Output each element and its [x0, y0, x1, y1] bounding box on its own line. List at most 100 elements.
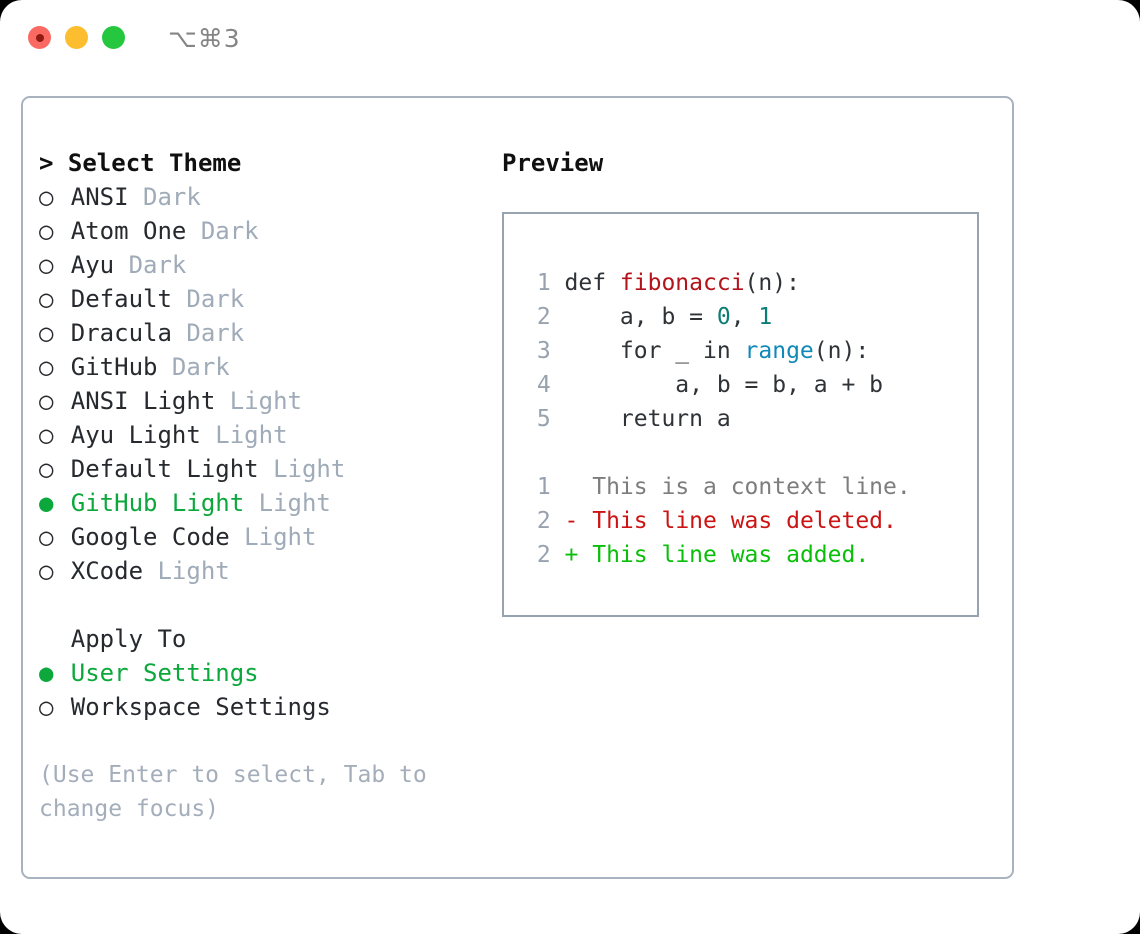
- theme-list-item[interactable]: ○ Default Dark: [39, 282, 509, 316]
- code-token: 0: [716, 304, 731, 330]
- theme-list[interactable]: ○ ANSI Dark○ Atom One Dark○ Ayu Dark○ De…: [39, 180, 509, 588]
- theme-name: ANSI: [56, 183, 129, 211]
- radio-selected-icon: ●: [39, 659, 54, 687]
- theme-list-item[interactable]: ○ Google Code Light: [39, 520, 509, 554]
- theme-list-item[interactable]: ○ Ayu Light Light: [39, 418, 509, 452]
- diff-sign: +: [564, 542, 593, 568]
- title-bar: ⌥⌘3: [0, 0, 1140, 78]
- preview-header: Preview: [502, 149, 604, 177]
- line-number: 2: [536, 508, 551, 534]
- radio-unselected-icon: ○: [39, 285, 54, 313]
- code-token: a, b = b, a + b: [564, 372, 884, 398]
- theme-name: ANSI Light: [56, 387, 216, 415]
- line-number: 5: [536, 406, 551, 432]
- theme-list-item[interactable]: ○ XCode Light: [39, 554, 509, 588]
- theme-category-tag: Light: [258, 455, 346, 483]
- select-theme-header: > Select Theme: [39, 149, 242, 177]
- theme-name: Ayu Light: [56, 421, 201, 449]
- apply-to-options[interactable]: ● User Settings○ Workspace Settings: [39, 656, 509, 724]
- code-diff-separator: [523, 436, 969, 470]
- radio-unselected-icon: ○: [39, 693, 54, 721]
- radio-unselected-icon: ○: [39, 421, 54, 449]
- minimize-button[interactable]: [65, 26, 88, 49]
- code-line: 3 for _ in range(n):: [523, 334, 969, 368]
- theme-list-item[interactable]: ○ ANSI Dark: [39, 180, 509, 214]
- code-token: ,: [730, 304, 759, 330]
- window-controls: [28, 26, 125, 49]
- theme-category-tag: Dark: [171, 285, 245, 313]
- code-line: 2 a, b = 0, 1: [523, 300, 969, 334]
- theme-name: Atom One: [56, 217, 187, 245]
- diff-line: 2- This line was deleted.: [523, 504, 969, 538]
- code-token: 1: [758, 304, 773, 330]
- code-token: (n):: [744, 270, 800, 296]
- theme-category-tag: Light: [229, 523, 317, 551]
- apply-to-label: Workspace Settings: [56, 693, 331, 721]
- radio-unselected-icon: ○: [39, 523, 54, 551]
- theme-name: Default Light: [56, 455, 259, 483]
- apply-to-header: Apply To: [70, 625, 187, 653]
- theme-selector-column: > Select Theme ○ ANSI Dark○ Atom One Dar…: [39, 146, 509, 826]
- line-number: 2: [536, 304, 551, 330]
- line-number: 1: [536, 474, 551, 500]
- radio-unselected-icon: ○: [39, 319, 54, 347]
- diff-block: 1 This is a context line. 2- This line wa…: [523, 470, 969, 572]
- theme-list-item[interactable]: ○ Atom One Dark: [39, 214, 509, 248]
- theme-category-tag: Dark: [114, 251, 187, 279]
- theme-category-tag: Light: [215, 387, 302, 415]
- theme-name: Ayu: [56, 251, 115, 279]
- code-token: return a: [564, 406, 731, 432]
- apply-to-section: Apply To ● User Settings○ Workspace Sett…: [39, 622, 509, 724]
- radio-unselected-icon: ○: [39, 251, 54, 279]
- diff-sign: [565, 474, 593, 500]
- line-number: 1: [536, 270, 551, 296]
- code-line: 1 def fibonacci(n):: [523, 266, 969, 300]
- code-token: for _ in: [564, 338, 745, 364]
- theme-list-item[interactable]: ○ Default Light Light: [39, 452, 509, 486]
- theme-list-item[interactable]: ○ ANSI Light Light: [39, 384, 509, 418]
- theme-name: GitHub: [56, 353, 158, 381]
- theme-list-item[interactable]: ○ Dracula Dark: [39, 316, 509, 350]
- radio-selected-icon: ●: [39, 489, 54, 517]
- line-number: 3: [536, 338, 551, 364]
- close-button[interactable]: [28, 26, 51, 49]
- theme-name: GitHub Light: [56, 489, 245, 517]
- theme-category-tag: Dark: [171, 319, 245, 347]
- keyboard-shortcut-label: ⌥⌘3: [168, 24, 241, 53]
- theme-category-tag: Dark: [157, 353, 230, 381]
- theme-name: XCode: [56, 557, 144, 585]
- diff-text: This line was added.: [592, 542, 870, 568]
- code-line: 5 return a: [523, 402, 969, 436]
- radio-unselected-icon: ○: [39, 557, 54, 585]
- theme-category-tag: Light: [244, 489, 331, 517]
- diff-text: This line was deleted.: [592, 508, 897, 534]
- code-line: 4 a, b = b, a + b: [523, 368, 969, 402]
- code-token: def: [564, 270, 620, 296]
- code-token: (n):: [813, 338, 870, 364]
- theme-list-item[interactable]: ○ Ayu Dark: [39, 248, 509, 282]
- theme-name: Dracula: [56, 319, 172, 347]
- theme-list-item[interactable]: ● GitHub Light Light: [39, 486, 509, 520]
- diff-text: This is a context line.: [592, 474, 911, 500]
- theme-category-tag: Dark: [128, 183, 201, 211]
- theme-name: Google Code: [56, 523, 230, 551]
- theme-name: Default: [56, 285, 172, 313]
- apply-to-option[interactable]: ○ Workspace Settings: [39, 690, 509, 724]
- line-number: 4: [536, 372, 551, 398]
- main-panel: > Select Theme ○ ANSI Dark○ Atom One Dar…: [21, 96, 1014, 879]
- apply-to-label: User Settings: [56, 659, 259, 687]
- theme-list-item[interactable]: ○ GitHub Dark: [39, 350, 509, 384]
- maximize-button[interactable]: [102, 26, 125, 49]
- theme-category-tag: Dark: [186, 217, 259, 245]
- code-token: fibonacci: [619, 270, 745, 296]
- theme-category-tag: Light: [200, 421, 288, 449]
- radio-unselected-icon: ○: [39, 353, 54, 381]
- help-text: (Use Enter to select, Tab to change focu…: [39, 762, 427, 822]
- apply-to-option[interactable]: ● User Settings: [39, 656, 509, 690]
- radio-unselected-icon: ○: [39, 217, 54, 245]
- radio-unselected-icon: ○: [39, 183, 54, 211]
